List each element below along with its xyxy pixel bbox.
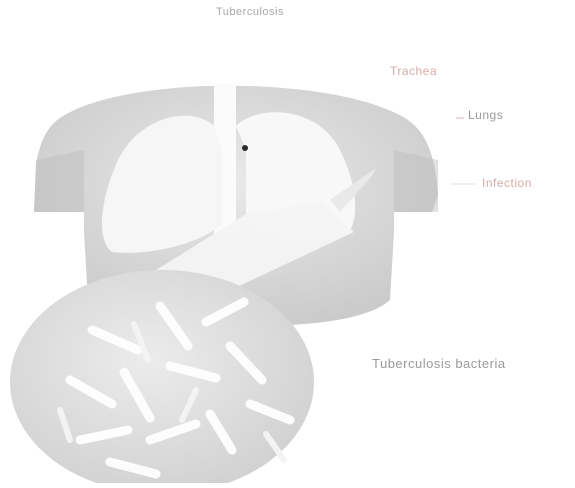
infection-spot [242, 145, 248, 151]
label-lungs: Lungs [468, 108, 503, 122]
label-trachea: Trachea [390, 64, 437, 78]
diagram-title: Tuberculosis [216, 6, 284, 18]
right-arm [394, 150, 438, 212]
label-infection: Infection [482, 176, 532, 190]
label-tuberculosis-bacteria: Tuberculosis bacteria [372, 356, 506, 371]
left-arm [34, 150, 84, 212]
